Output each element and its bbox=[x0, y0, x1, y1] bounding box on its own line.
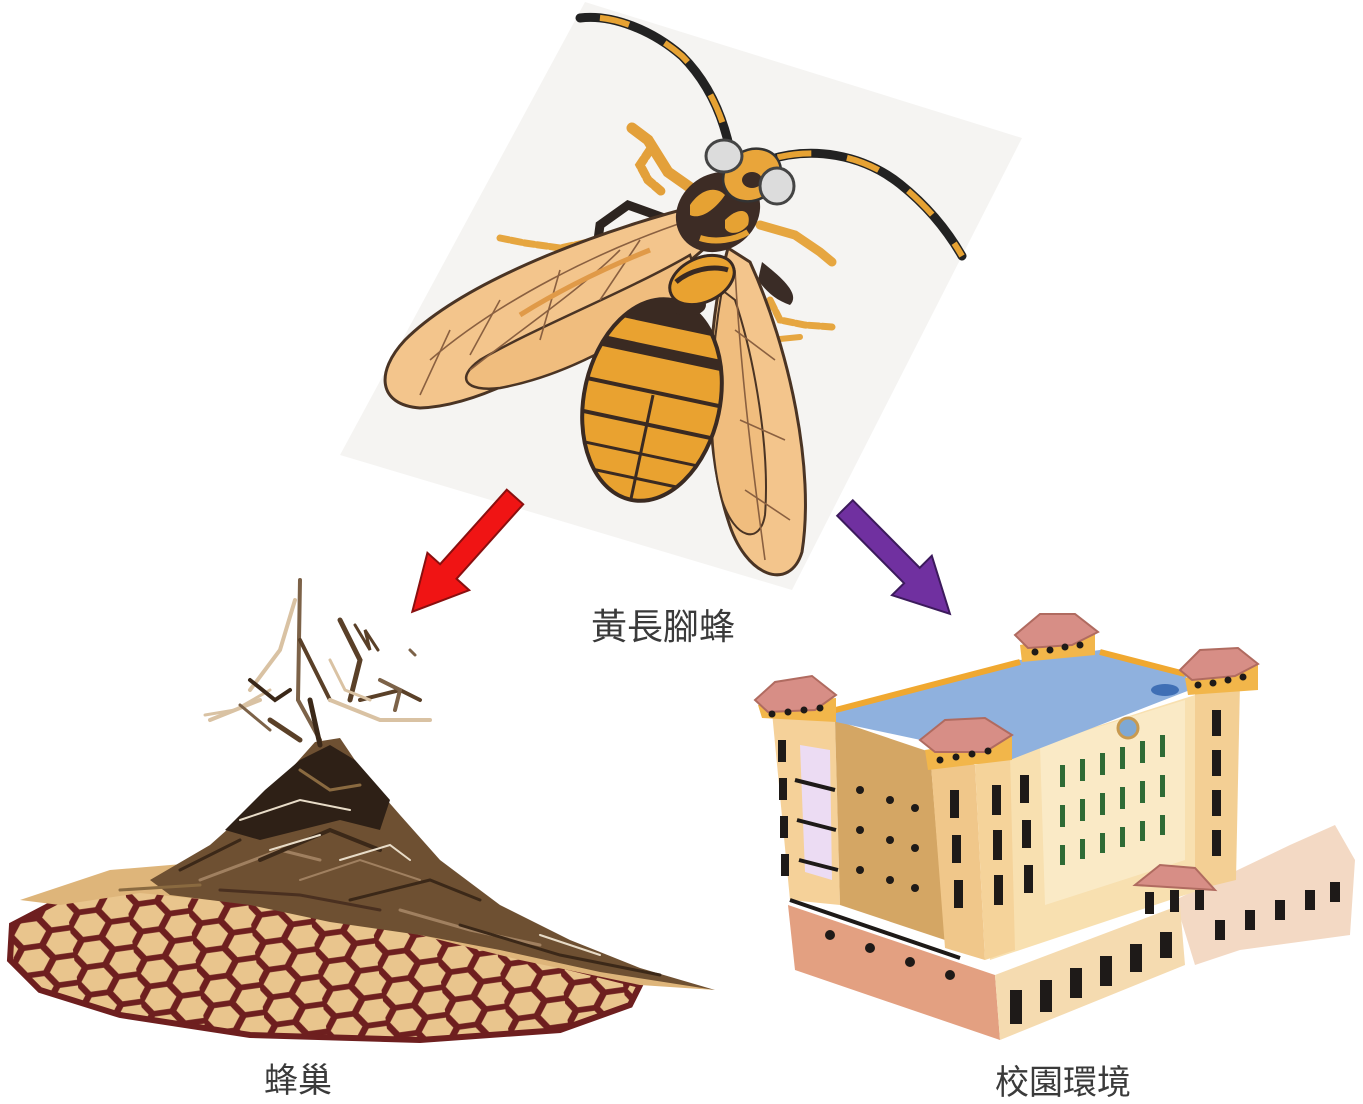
wasp-eye-left bbox=[706, 140, 742, 172]
wasp-illustration bbox=[340, 2, 1022, 590]
nest-twigs bbox=[205, 580, 430, 745]
wasp-label: 黃長腳蜂 bbox=[538, 610, 788, 646]
campus-label: 校園環境 bbox=[938, 1066, 1188, 1100]
building-illustration bbox=[755, 614, 1355, 1040]
nest-illustration bbox=[10, 580, 715, 1040]
arrow-to-campus bbox=[837, 500, 950, 614]
arrow-to-nest bbox=[412, 490, 523, 612]
wasp-eye-right bbox=[760, 168, 794, 204]
nest-label: 蜂巢 bbox=[198, 1064, 398, 1098]
building-dome bbox=[1118, 718, 1138, 738]
